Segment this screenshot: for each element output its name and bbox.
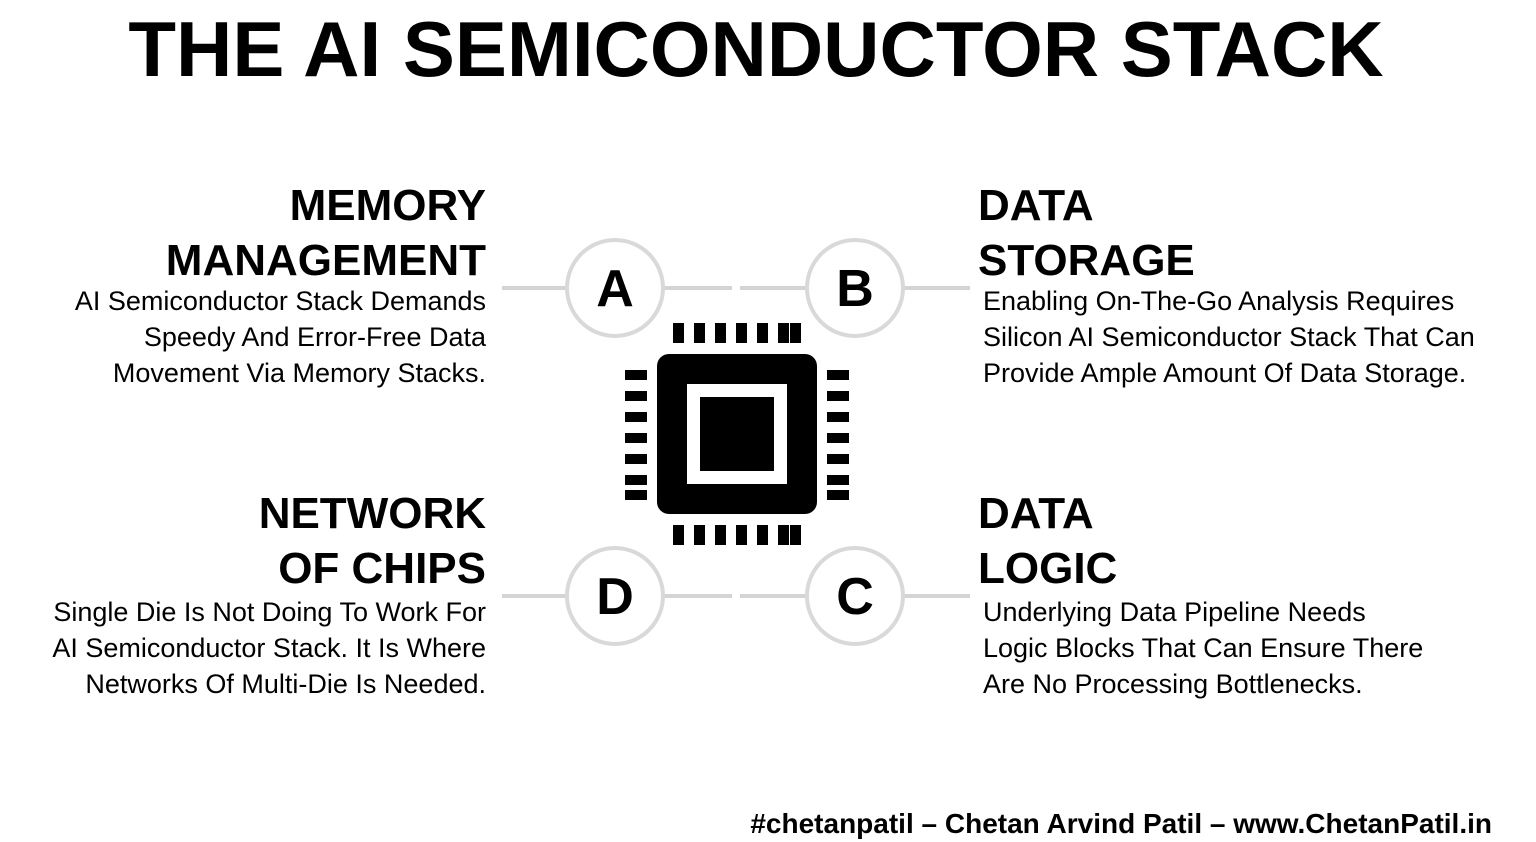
chip-core <box>700 397 774 471</box>
section-b-heading-line2: STORAGE <box>978 236 1195 285</box>
section-c-body-line3: Are No Processing Bottlenecks. <box>983 669 1363 699</box>
section-b-heading: DATA STORAGE <box>978 178 1536 288</box>
section-a-body: AI Semiconductor Stack Demands Speedy An… <box>0 283 486 391</box>
letter-a: A <box>596 260 634 318</box>
microchip-icon <box>625 323 849 545</box>
section-d-heading: NETWORK OF CHIPS <box>0 486 486 596</box>
section-d-body-line1: Single Die Is Not Doing To Work For <box>53 597 486 627</box>
circle-c <box>805 546 905 646</box>
section-a-heading: MEMORY MANAGEMENT <box>0 178 486 288</box>
section-d-body-line2: AI Semiconductor Stack. It Is Where <box>52 633 486 663</box>
section-c-heading: DATA LOGIC <box>978 486 1536 596</box>
section-c-heading-line2: LOGIC <box>978 544 1118 593</box>
section-memory-management: MEMORY MANAGEMENT AI Semiconductor Stack… <box>0 178 486 391</box>
footer-credit: #chetanpatil – Chetan Arvind Patil – www… <box>750 808 1492 839</box>
section-a-body-line3: Movement Via Memory Stacks. <box>112 358 486 388</box>
chip-top-pins <box>673 323 801 343</box>
section-d-body: Single Die Is Not Doing To Work For AI S… <box>0 594 486 702</box>
section-c-body-line1: Underlying Data Pipeline Needs <box>983 597 1366 627</box>
section-a-body-line1: AI Semiconductor Stack Demands <box>74 286 486 316</box>
section-d-body-line3: Networks Of Multi-Die Is Needed. <box>85 669 486 699</box>
circle-a <box>565 238 665 338</box>
section-b-body: Enabling On-The-Go Analysis Requires Sil… <box>978 283 1536 391</box>
connector-lines <box>502 286 970 598</box>
section-a-heading-line2: MANAGEMENT <box>165 236 486 285</box>
section-b-body-line3: Provide Ample Amount Of Data Storage. <box>983 358 1467 388</box>
section-d-heading-line1: NETWORK <box>258 489 486 538</box>
circle-d <box>565 546 665 646</box>
page-title: THE AI SEMICONDUCTOR STACK <box>128 5 1384 93</box>
letter-d: D <box>596 568 634 626</box>
chip-left-pins <box>625 370 647 500</box>
section-data-storage: DATA STORAGE Enabling On-The-Go Analysis… <box>978 178 1536 391</box>
section-c-body-line2: Logic Blocks That Can Ensure There <box>983 633 1424 663</box>
section-b-body-line1: Enabling On-The-Go Analysis Requires <box>983 286 1455 316</box>
section-c-body: Underlying Data Pipeline Needs Logic Blo… <box>978 594 1536 702</box>
section-d-heading-line2: OF CHIPS <box>278 544 486 593</box>
section-b-heading-line1: DATA <box>978 181 1094 230</box>
section-a-body-line2: Speedy And Error-Free Data <box>143 322 486 352</box>
section-network-of-chips: NETWORK OF CHIPS Single Die Is Not Doing… <box>0 486 486 702</box>
chip-inner-frame <box>687 384 787 484</box>
letter-c: C <box>836 568 874 626</box>
chip-body <box>657 354 817 514</box>
letter-b: B <box>836 260 874 318</box>
section-a-heading-line1: MEMORY <box>289 181 486 230</box>
chip-right-pins <box>827 370 849 500</box>
section-b-body-line2: Silicon AI Semiconductor Stack That Can <box>983 322 1475 352</box>
chip-bottom-pins <box>673 525 801 545</box>
circle-b <box>805 238 905 338</box>
section-c-heading-line1: DATA <box>978 489 1094 538</box>
section-data-logic: DATA LOGIC Underlying Data Pipeline Need… <box>978 486 1536 702</box>
